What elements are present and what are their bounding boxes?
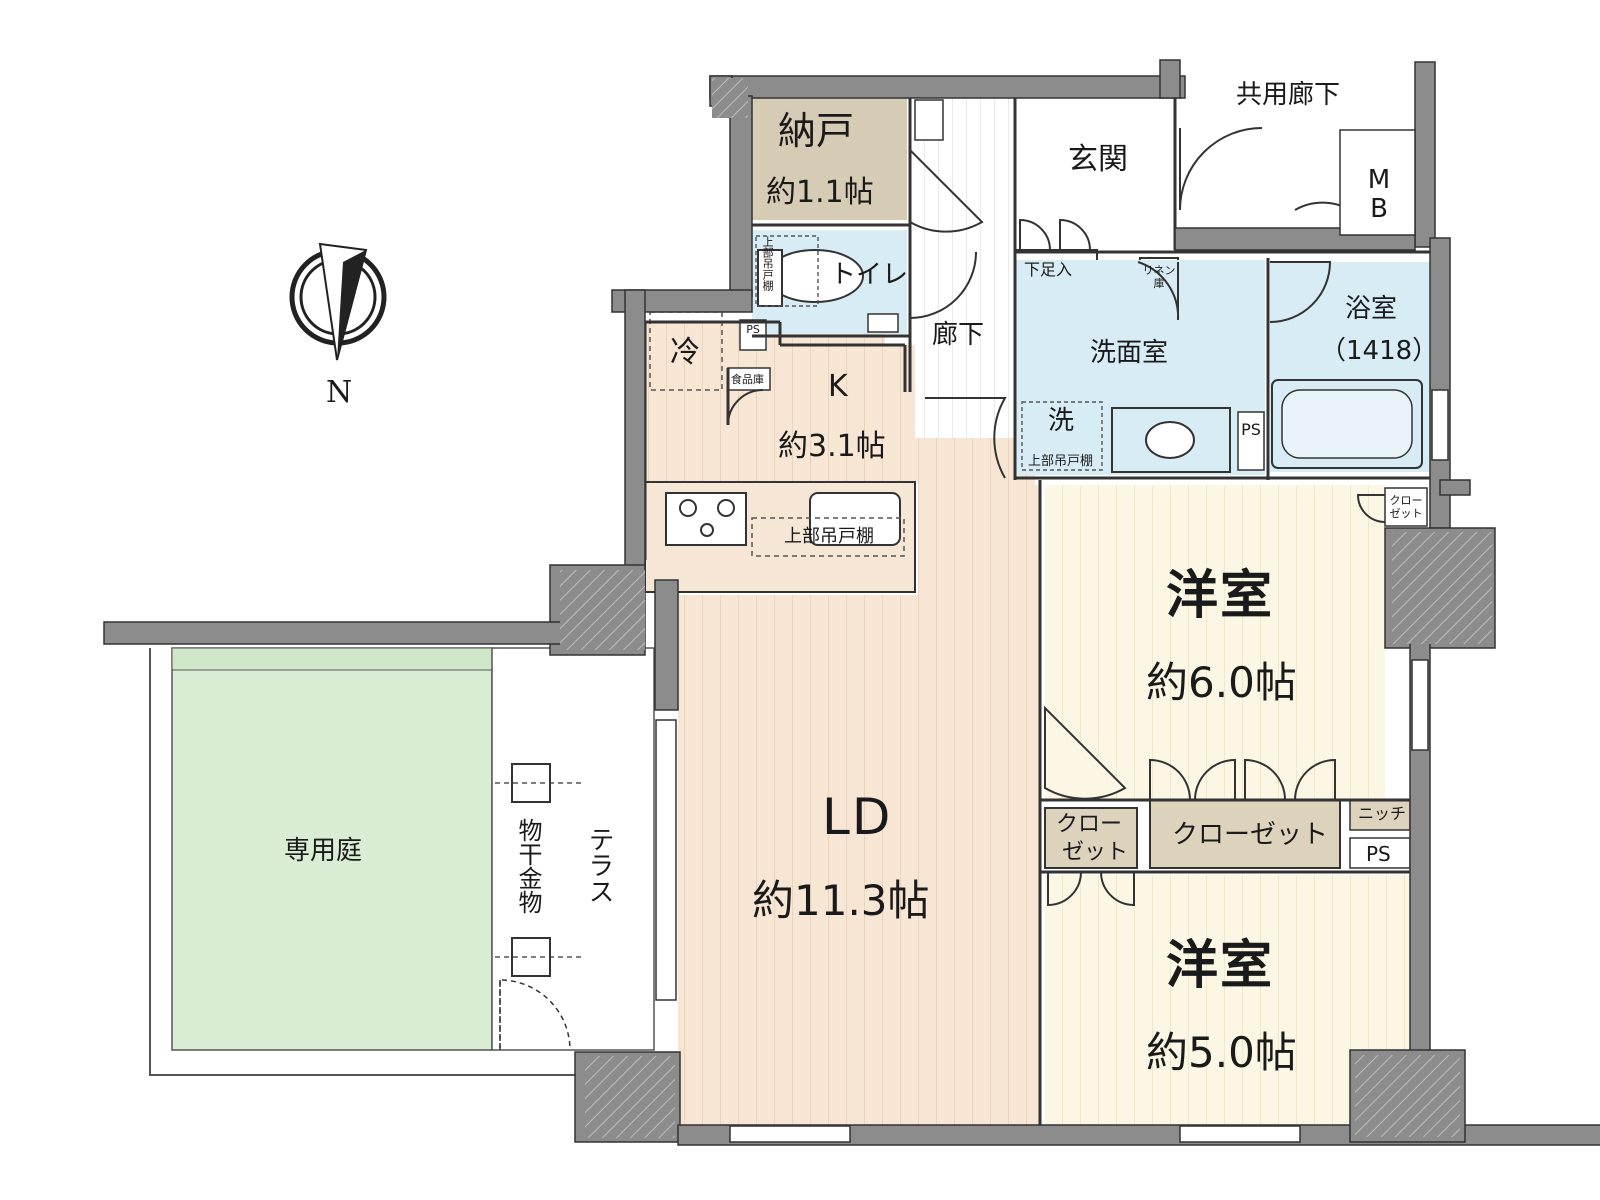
kitchen-name: K — [828, 369, 848, 404]
pillar-hatch — [560, 570, 645, 650]
western-room-1-size: 約6.0帖 — [1146, 658, 1297, 707]
living-floor — [678, 345, 1040, 1125]
closet-small — [1384, 487, 1428, 527]
storage-floor — [752, 98, 907, 220]
entrance-name: 玄関 — [1068, 142, 1128, 177]
bathroom-name: 浴室 — [1345, 294, 1398, 324]
cooktop — [665, 492, 747, 546]
shoe-box-label: 下足入 — [1024, 260, 1073, 279]
burner — [717, 499, 735, 517]
western-room-2-size: 約5.0帖 — [1146, 1028, 1297, 1077]
washer-space — [1021, 401, 1103, 471]
kitchen-size: 約3.1帖 — [778, 429, 886, 464]
burner — [700, 523, 714, 537]
toilet-cabinet-label: 上部吊戸棚 — [761, 236, 775, 291]
garden-edge — [171, 647, 493, 671]
fridge-label: 冷 — [670, 335, 700, 370]
garden-floor — [171, 647, 493, 1051]
ps-wash-box — [1237, 411, 1265, 471]
storage-size: 約1.1帖 — [766, 175, 874, 210]
toilet-tank — [757, 249, 783, 307]
kitchen-cabinet-label: 上部吊戸棚 — [784, 526, 874, 547]
closet-left — [1044, 807, 1138, 869]
windows — [655, 99, 1449, 1143]
entrance-floor — [1020, 98, 1175, 248]
common-corridor-label: 共用廊下 — [1236, 80, 1341, 110]
burner — [679, 499, 697, 517]
drying-hardware-label: 物干金物 — [514, 818, 542, 914]
bathroom-size: （1418） — [1320, 336, 1439, 366]
pillar-hatch — [1392, 532, 1492, 644]
washer-label: 洗 — [1048, 406, 1075, 436]
ps-box — [1349, 837, 1411, 869]
ps-toilet-label: PS — [746, 323, 760, 336]
living-name: LD — [822, 788, 893, 846]
pillar-hatch — [712, 78, 748, 118]
closet-main-label: クローゼット — [1172, 820, 1329, 850]
pillar-hatch — [1355, 1055, 1460, 1137]
hallway-floor — [915, 98, 1015, 438]
western-room-1-floor — [1045, 485, 1385, 800]
closet-left-label-2: ゼット — [1062, 840, 1129, 865]
door-swings — [727, 127, 1386, 907]
terrace-door-swing — [499, 979, 571, 1051]
toilet-name: トイレ — [830, 260, 909, 290]
niche-label: ニッチ — [1358, 804, 1407, 823]
closet-left-label-1: クロー — [1056, 812, 1123, 837]
compass-letter: N — [326, 375, 353, 410]
washer-cabinet-label: 上部吊戸棚 — [1028, 454, 1094, 469]
toilet-cabinet-dashed — [755, 235, 819, 307]
ps-wash-label: PS — [1241, 420, 1261, 439]
linen-label: リネン庫 — [1142, 264, 1176, 291]
kitchen-cabinet-dashed — [751, 517, 905, 557]
bathtub-inner — [1281, 389, 1413, 459]
terrace-name: テラス — [584, 826, 614, 904]
western-room-2-floor — [1045, 875, 1410, 1125]
toilet-sink — [867, 313, 899, 333]
hallway-name: 廊下 — [932, 320, 985, 350]
western-room-1-name: 洋室 — [1166, 566, 1275, 626]
storage-name: 納戸 — [778, 109, 855, 153]
garden-name: 専用庭 — [284, 836, 363, 866]
vanity-basin — [1145, 421, 1195, 459]
western-room-2-name: 洋室 — [1166, 936, 1275, 996]
closet-small-label: クローゼット — [1389, 494, 1423, 521]
compass — [289, 242, 387, 361]
washroom-name: 洗面室 — [1090, 338, 1169, 368]
mb-label: MB — [1367, 165, 1391, 224]
pillar-hatch — [585, 1056, 675, 1138]
living-size: 約11.3帖 — [752, 876, 930, 925]
ps-right-label: PS — [1366, 842, 1391, 866]
pantry-label: 食品庫 — [731, 373, 764, 386]
terrace-outline — [149, 648, 575, 1076]
kitchen-sink — [809, 492, 901, 546]
